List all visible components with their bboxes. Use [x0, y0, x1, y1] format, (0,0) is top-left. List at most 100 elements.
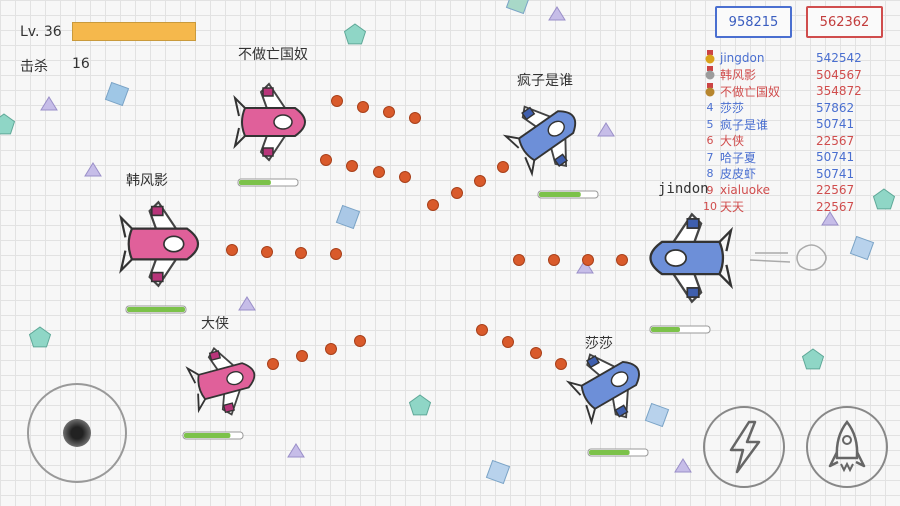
pentagon-shape [343, 23, 367, 45]
bullet [548, 254, 560, 266]
rocket-icon [828, 419, 866, 473]
rank-player-name: 天天 [720, 200, 745, 215]
rank-score: 22567 [816, 183, 855, 198]
kills-value: 16 [72, 56, 90, 72]
bullet [427, 199, 439, 211]
triangle-shape [287, 443, 305, 458]
rank-player-name: 哈子夏 [720, 150, 757, 165]
rank-score: 22567 [816, 199, 855, 214]
xp-bar [71, 22, 196, 41]
health-bar-fill [127, 307, 185, 312]
health-bar-fill [239, 180, 271, 185]
rank-number: 6 [706, 134, 714, 148]
gold-medal-icon [700, 49, 720, 67]
square-shape [485, 459, 511, 485]
square-shape [644, 402, 670, 428]
rank-score: 50741 [816, 117, 855, 132]
bullet [346, 160, 358, 172]
player-plane [119, 200, 200, 288]
player-name-label: 不做亡国奴 [238, 47, 308, 63]
rank-player-name: 韩风影 [720, 68, 757, 83]
bullet [476, 324, 488, 336]
bullet [226, 244, 238, 256]
bullet [267, 358, 279, 370]
leaderboard-row: 韩风影 504567 [700, 66, 870, 84]
level-row: Lv. 36 [20, 22, 196, 41]
rank-player-name: 大侠 [720, 134, 745, 149]
rank-number: 5 [706, 117, 714, 131]
bullet [530, 347, 542, 359]
boost-button[interactable] [806, 406, 888, 488]
bullet [373, 166, 385, 178]
rank-score: 354872 [816, 84, 862, 99]
leaderboard-row: 5 疯子是谁 50741 [700, 116, 870, 133]
triangle-shape [84, 162, 102, 177]
bullet [409, 112, 421, 124]
red-team-score: 562362 [806, 6, 883, 38]
triangle-shape [576, 259, 594, 274]
leaderboard-row: 7 哈子夏 50741 [700, 149, 870, 166]
health-bar-fill [539, 192, 581, 197]
pentagon-shape [872, 188, 896, 210]
exhaust-cloud [749, 244, 827, 271]
player-plane [233, 82, 306, 162]
rank-number: 9 [706, 183, 714, 197]
rank-score: 22567 [816, 133, 855, 148]
blue-team-score: 958215 [715, 6, 792, 38]
lightning-icon [729, 420, 761, 474]
triangle-shape [597, 122, 615, 137]
bullet [331, 95, 343, 107]
player-name-label: 大侠 [201, 316, 229, 332]
player-plane [502, 105, 577, 177]
rank-score: 504567 [816, 67, 862, 82]
rank-score: 542542 [816, 51, 862, 66]
joystick[interactable] [27, 383, 127, 483]
rank-player-name: 不做亡国奴 [720, 84, 781, 99]
pentagon-shape [801, 348, 825, 370]
bullet [399, 171, 411, 183]
square-shape [104, 81, 130, 107]
rank-player-name: 疯子是谁 [720, 117, 769, 132]
bullet [295, 247, 307, 259]
health-bar-fill [589, 450, 630, 455]
bullet [357, 101, 369, 113]
rank-number: 7 [706, 150, 714, 164]
bullet [330, 248, 342, 260]
joystick-icon[interactable] [63, 419, 91, 447]
triangle-shape [238, 296, 256, 311]
bronze-medal-icon [700, 82, 720, 100]
player-plane [565, 353, 640, 426]
bullet [383, 106, 395, 118]
player-plane [185, 346, 256, 416]
player-name-label: 莎莎 [585, 336, 613, 352]
triangle-shape [821, 211, 839, 226]
square-shape [505, 0, 531, 15]
skill-button[interactable] [703, 406, 785, 488]
square-shape [849, 235, 875, 261]
kill-row: 击杀 16 [20, 56, 90, 76]
triangle-shape [40, 96, 58, 111]
rank-score: 50741 [816, 166, 855, 181]
rank-player-name: jingdon [720, 51, 765, 66]
level-label: Lv. 36 [20, 23, 62, 40]
rank-number: 10 [703, 200, 717, 214]
bullet [616, 254, 628, 266]
bullet [354, 335, 366, 347]
kills-label: 击杀 [20, 59, 48, 75]
rank-score: 50741 [816, 150, 855, 165]
triangle-shape [548, 6, 566, 21]
pentagon-shape [0, 113, 16, 135]
bullet [513, 254, 525, 266]
player-name-label: jindon [658, 181, 709, 197]
bullet [325, 343, 337, 355]
leaderboard-row: jingdon 542542 [700, 49, 870, 67]
rank-number: 8 [706, 167, 714, 181]
rank-number: 4 [706, 101, 714, 115]
rank-player-name: 皮皮虾 [720, 167, 757, 182]
bullet [320, 154, 332, 166]
